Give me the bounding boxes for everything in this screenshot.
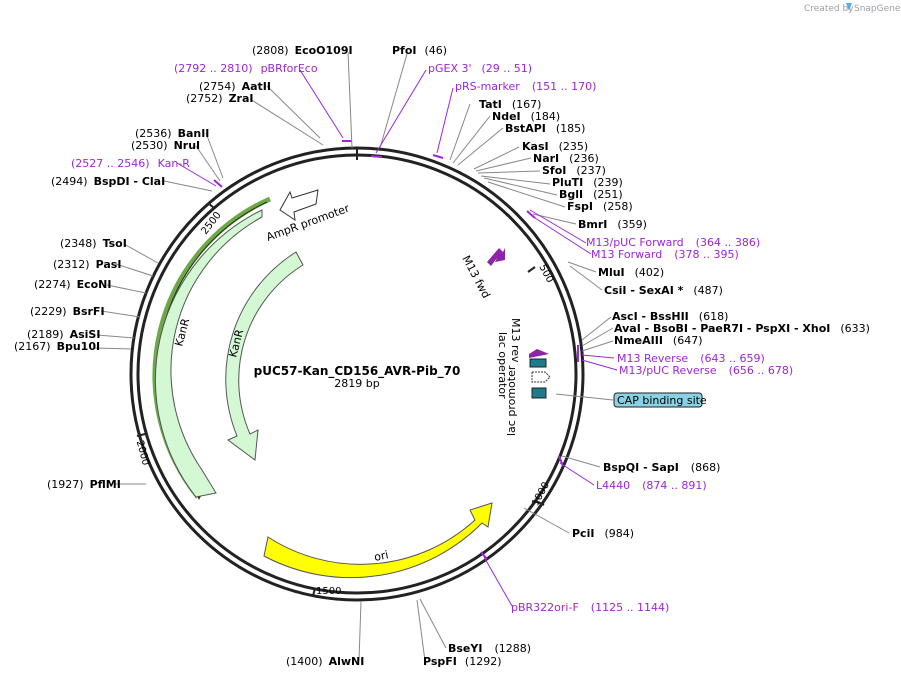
site-label-pspfi[interactable]: PspFI(1292) <box>423 655 501 668</box>
site-label-bseyi[interactable]: BseYI(1288) <box>448 642 531 655</box>
ori-label: ori <box>373 548 390 564</box>
snapgene-logo-icon <box>846 3 852 11</box>
tick-500: 500 <box>536 263 555 285</box>
site-label-zrai[interactable]: (2752)ZraI <box>186 92 254 105</box>
primer-label-m13-forward[interactable]: M13 Forward(378 .. 395) <box>591 248 739 261</box>
site-label-sfoi[interactable]: SfoI(237) <box>542 164 606 177</box>
site-label-alwni[interactable]: (1400)AlwNI <box>286 655 364 668</box>
cap-site-box <box>531 387 547 399</box>
site-label-tati[interactable]: TatI(167) <box>479 98 541 111</box>
primer-label-kan-r[interactable]: (2527 .. 2546)Kan-R <box>71 157 190 170</box>
cap-binding-site-tag[interactable]: CAP binding site <box>613 392 707 408</box>
site-label-bgli[interactable]: BglI(251) <box>559 188 623 201</box>
site-label-pcii[interactable]: PciI(984) <box>572 527 634 540</box>
m13-fwd-arrow-icon <box>487 248 505 266</box>
ori-arc <box>263 502 493 579</box>
site-label-nmeaiii[interactable]: NmeAIII(647) <box>614 334 703 347</box>
site-label-pfoi[interactable]: PfoI(46) <box>392 44 447 57</box>
site-label-fspi[interactable]: FspI(258) <box>567 200 633 213</box>
snapgene-brand-text: SnapGene <box>854 4 901 14</box>
primer-label-pbr322ori-f[interactable]: pBR322ori-F(1125 .. 1144) <box>511 601 669 614</box>
plasmid-size: 2819 bp <box>334 377 379 390</box>
lac-operator-box <box>529 358 547 368</box>
lac-operator-label: lac operator <box>496 332 509 399</box>
kanr-inner-arc <box>225 251 304 461</box>
primer-label-m13-puc-reverse[interactable]: M13/pUC Reverse(656 .. 678) <box>619 364 793 377</box>
primer-label-pbrforeco[interactable]: (2792 .. 2810)pBRforEco <box>174 62 318 75</box>
site-label-nrui[interactable]: (2530)NruI <box>131 139 200 152</box>
site-label-nari[interactable]: NarI(236) <box>533 152 599 165</box>
m13-rev-label: M13 rev <box>509 318 522 363</box>
site-label-mlui[interactable]: MluI(402) <box>598 266 664 279</box>
site-label-pasi[interactable]: (2312)PasI <box>53 258 121 271</box>
site-label-banii[interactable]: (2536)BanII <box>135 127 209 140</box>
site-label-asisi[interactable]: (2189)AsiSI <box>27 328 100 341</box>
site-label-ecoo109i[interactable]: (2808)EcoO109I <box>252 44 353 57</box>
primer-label-prs-marker[interactable]: pRS-marker(151 .. 170) <box>455 80 596 93</box>
created-by-text: Created by <box>804 4 854 14</box>
m13-fwd-label: M13 fwd <box>459 253 492 300</box>
lac-promoter-label: lac promoter <box>505 365 518 436</box>
tick-1500: 1500 <box>316 586 341 597</box>
m13-rev-arrow-icon <box>529 349 549 358</box>
site-label-bspqi-sapi[interactable]: BspQI - SapI(868) <box>603 461 720 474</box>
site-label-bspdi-clai[interactable]: (2494)BspDI - ClaI <box>51 175 165 188</box>
primer-label-m13-reverse[interactable]: M13 Reverse(643 .. 659) <box>617 352 765 365</box>
kanr-arc <box>154 209 263 498</box>
primer-label-m13-puc-forward[interactable]: M13/pUC Forward(364 .. 386) <box>586 236 760 249</box>
primer-label-pgex-3[interactable]: pGEX 3'(29 .. 51) <box>428 62 532 75</box>
site-label-pflmi[interactable]: (1927)PflMI <box>47 478 121 491</box>
site-label-bpu10i[interactable]: (2167)Bpu10I <box>14 340 100 353</box>
primer-markers <box>213 140 579 560</box>
site-label-asci-bsshii[interactable]: AscI - BssHII(618) <box>612 310 728 323</box>
site-label-ndei[interactable]: NdeI(184) <box>492 110 560 123</box>
leader-lines <box>94 51 618 662</box>
site-label-avai-group[interactable]: AvaI - BsoBI - PaeR7I - PspXI - XhoI(633… <box>614 322 870 335</box>
site-label-econi[interactable]: (2274)EcoNI <box>34 278 111 291</box>
cap-binding-site-label: CAP binding site <box>617 394 707 407</box>
site-label-tsoi[interactable]: (2348)TsoI <box>60 237 127 250</box>
site-label-bstapi[interactable]: BstAPI(185) <box>505 122 585 135</box>
site-label-kasi[interactable]: KasI(235) <box>522 140 588 153</box>
site-label-bsrfi[interactable]: (2229)BsrFI <box>30 305 105 318</box>
plasmid-name: pUC57-Kan_CD156_AVR-Pib_70 <box>254 364 461 379</box>
site-label-bmri[interactable]: BmrI(359) <box>578 218 647 231</box>
site-label-csii-sexai[interactable]: CsiI - SexAI *(487) <box>604 284 723 297</box>
ampr-promoter-arrow <box>279 189 319 222</box>
site-label-pluti[interactable]: PluTI(239) <box>552 176 623 189</box>
primer-label-l4440[interactable]: L4440(874 .. 891) <box>596 479 707 492</box>
ampr-promoter-label: AmpR promoter <box>265 202 352 244</box>
lac-promoter-arrow <box>531 371 551 383</box>
site-label-aatii[interactable]: (2754)AatII <box>199 80 271 93</box>
